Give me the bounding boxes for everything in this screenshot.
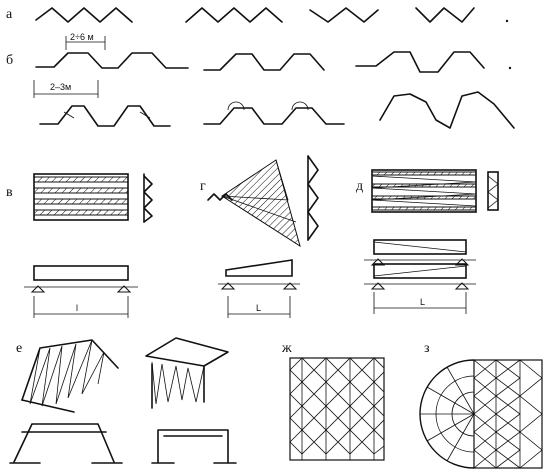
zigzag-fold-3: [309, 7, 379, 23]
beam-upper-d: [373, 239, 467, 255]
label-d: д: [356, 179, 363, 194]
label-b: б: [6, 53, 13, 68]
section-zigzag-g: [307, 155, 319, 241]
beam-lower-d: [373, 263, 467, 279]
radial-ribs-z: [420, 360, 475, 468]
plan-rect-d: [371, 169, 477, 213]
zigzag-fold-1: [35, 7, 133, 23]
span-label-v: l: [76, 303, 78, 313]
span-label-g: L: [256, 303, 261, 313]
trapezoid-fold-3: [355, 51, 485, 73]
zigzag-fold-2: [185, 7, 283, 23]
dim-fold-height: 2÷6 м: [70, 32, 94, 42]
support-left-v: [30, 285, 46, 293]
diamond-pattern-zh: [289, 357, 385, 460]
fold-arc-2: [291, 101, 309, 111]
label-zh: ж: [281, 341, 292, 356]
label-z: з: [424, 341, 430, 356]
zigzag-fold-4: [415, 7, 475, 23]
label-g: г: [200, 179, 206, 194]
trapezoid-fold-4: [39, 105, 171, 127]
fold-arc-1: [227, 101, 245, 111]
tapered-beam-g: [225, 259, 293, 277]
plan-rect-v: [33, 173, 129, 221]
dot-mark: [505, 19, 509, 23]
frame-section-1: [13, 423, 115, 463]
vault-plan-z: [473, 359, 543, 469]
diamond-pattern-z: [473, 359, 543, 469]
trapezoid-fold-1: [35, 52, 189, 69]
cylindrical-fold-plan: [289, 357, 385, 461]
label-e: е: [16, 341, 22, 356]
span-label-d: L: [420, 297, 425, 307]
dim-fold-width: 2–3м: [50, 82, 71, 92]
support-right-v: [116, 285, 132, 293]
trapezoid-fold-2: [203, 53, 325, 71]
label-v: в: [6, 185, 13, 200]
section-zigzag-v: [143, 175, 153, 223]
frame-section-2: [157, 429, 229, 463]
folded-arch-1: [21, 339, 119, 401]
beam-elevation-v: [33, 265, 129, 281]
fan-edge-zigzag: [207, 193, 233, 201]
broken-fold: [379, 91, 515, 129]
label-a: а: [6, 7, 13, 22]
fan-fold-plan: [221, 159, 301, 248]
trapezoid-fold-5: [203, 107, 345, 125]
section-d: [487, 171, 499, 211]
folded-arch-2: [145, 337, 229, 367]
